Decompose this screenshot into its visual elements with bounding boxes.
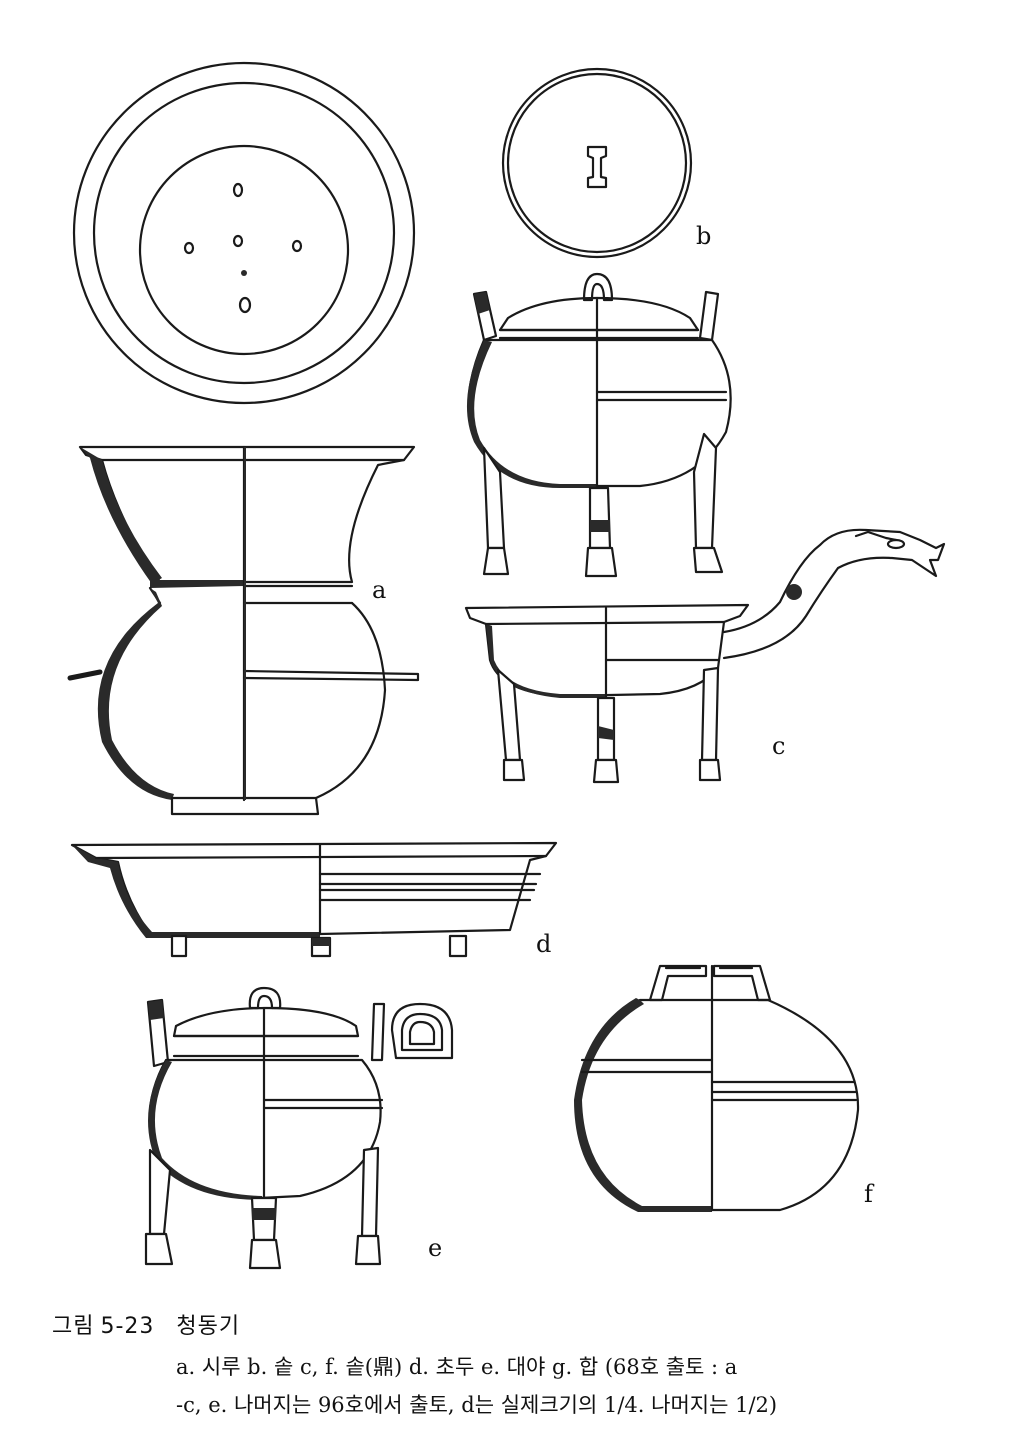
- vessel-d-elevation: [70, 841, 558, 958]
- vessel-e-elevation: [144, 986, 454, 1270]
- vessel-b-elevation: [466, 272, 732, 578]
- caption-line-2: -c, e. 나머지는 96호에서 출토, d는 실제크기의 1/4. 나머지는…: [176, 1393, 778, 1417]
- label-d: d: [536, 930, 552, 958]
- label-b: b: [696, 222, 712, 250]
- label-f: f: [864, 1180, 873, 1208]
- vessel-c-elevation: [464, 528, 946, 784]
- vessel-a-elevation: [67, 445, 420, 816]
- label-e: e: [428, 1234, 443, 1262]
- vessel-f-elevation: [574, 964, 860, 1212]
- bronze-vessel-drawings: [67, 61, 946, 1270]
- caption-figure-number: 5-23: [100, 1314, 155, 1339]
- caption-title: 청동기: [176, 1314, 241, 1339]
- label-a: a: [372, 576, 387, 604]
- vessel-a-plan: [72, 61, 416, 405]
- vessel-b-plan: [501, 67, 693, 259]
- caption-figure-word: 그림: [52, 1314, 95, 1339]
- label-c: c: [772, 732, 786, 760]
- caption-line-1: a. 시루 b. 솥 c, f. 솥(鼎) d. 초두 e. 대야 g. 합 (…: [176, 1355, 738, 1379]
